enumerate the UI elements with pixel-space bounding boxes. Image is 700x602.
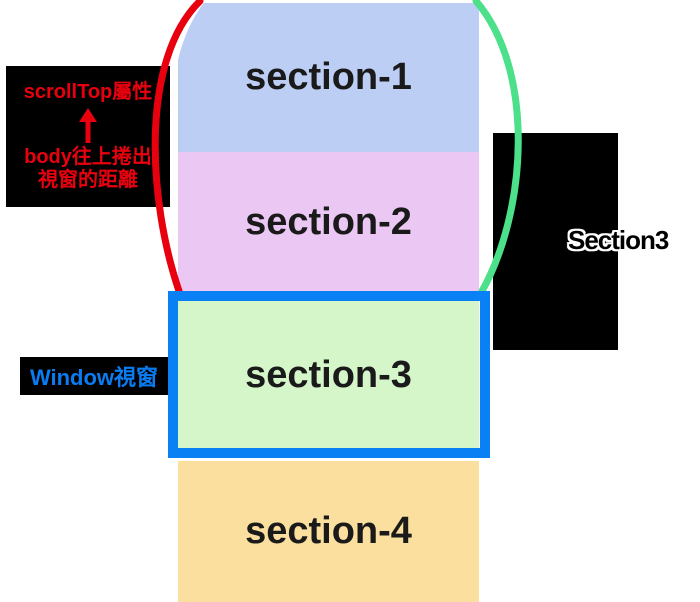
right-callout-label: Section3 [568,225,669,255]
section-2-label: section-2 [245,200,412,243]
scrolltop-attr-label: scrollTop屬性 [23,81,153,103]
window-viewport-frame [168,291,490,458]
scrolltop-desc-line1: body往上捲出 [24,146,152,168]
scrolltop-desc-line2: 視窗的距離 [38,169,138,191]
section-4-label: section-4 [245,510,412,552]
section-2-block: section-2 [178,152,479,292]
window-label: Window視窗 [29,365,159,390]
section-3-label: section-3 [245,353,412,396]
arrow-up-icon [79,108,97,143]
window-label-box: Window視窗 [20,357,168,395]
scrolltop-callout-box: scrollTop屬性 body往上捲出 視窗的距離 [6,66,170,207]
section-1-label: section-1 [245,56,412,98]
section-1-block: section-1 [178,3,479,152]
right-callout-box: Section3 [493,133,669,350]
section-3-block: section-3 [178,292,479,458]
section-4-block: section-4 [178,461,479,602]
